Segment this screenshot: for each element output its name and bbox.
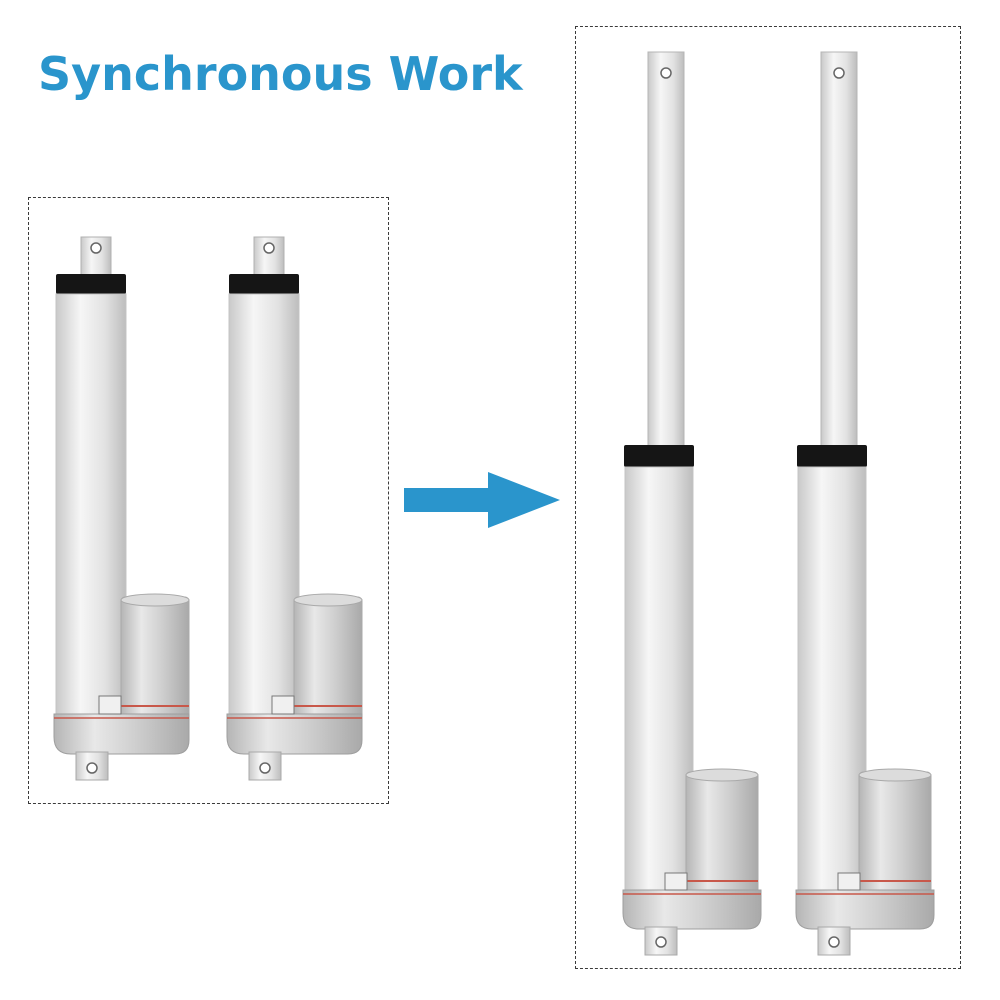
linear-actuator-retracted-1 xyxy=(53,236,190,781)
page-title: Synchronous Work xyxy=(38,47,523,101)
linear-actuator-retracted-2 xyxy=(226,236,363,781)
right-arrow-icon xyxy=(404,472,560,528)
linear-actuator-extended-1 xyxy=(622,51,762,956)
retracted-panel xyxy=(28,197,389,804)
extended-panel xyxy=(575,26,961,969)
linear-actuator-extended-2 xyxy=(795,51,935,956)
